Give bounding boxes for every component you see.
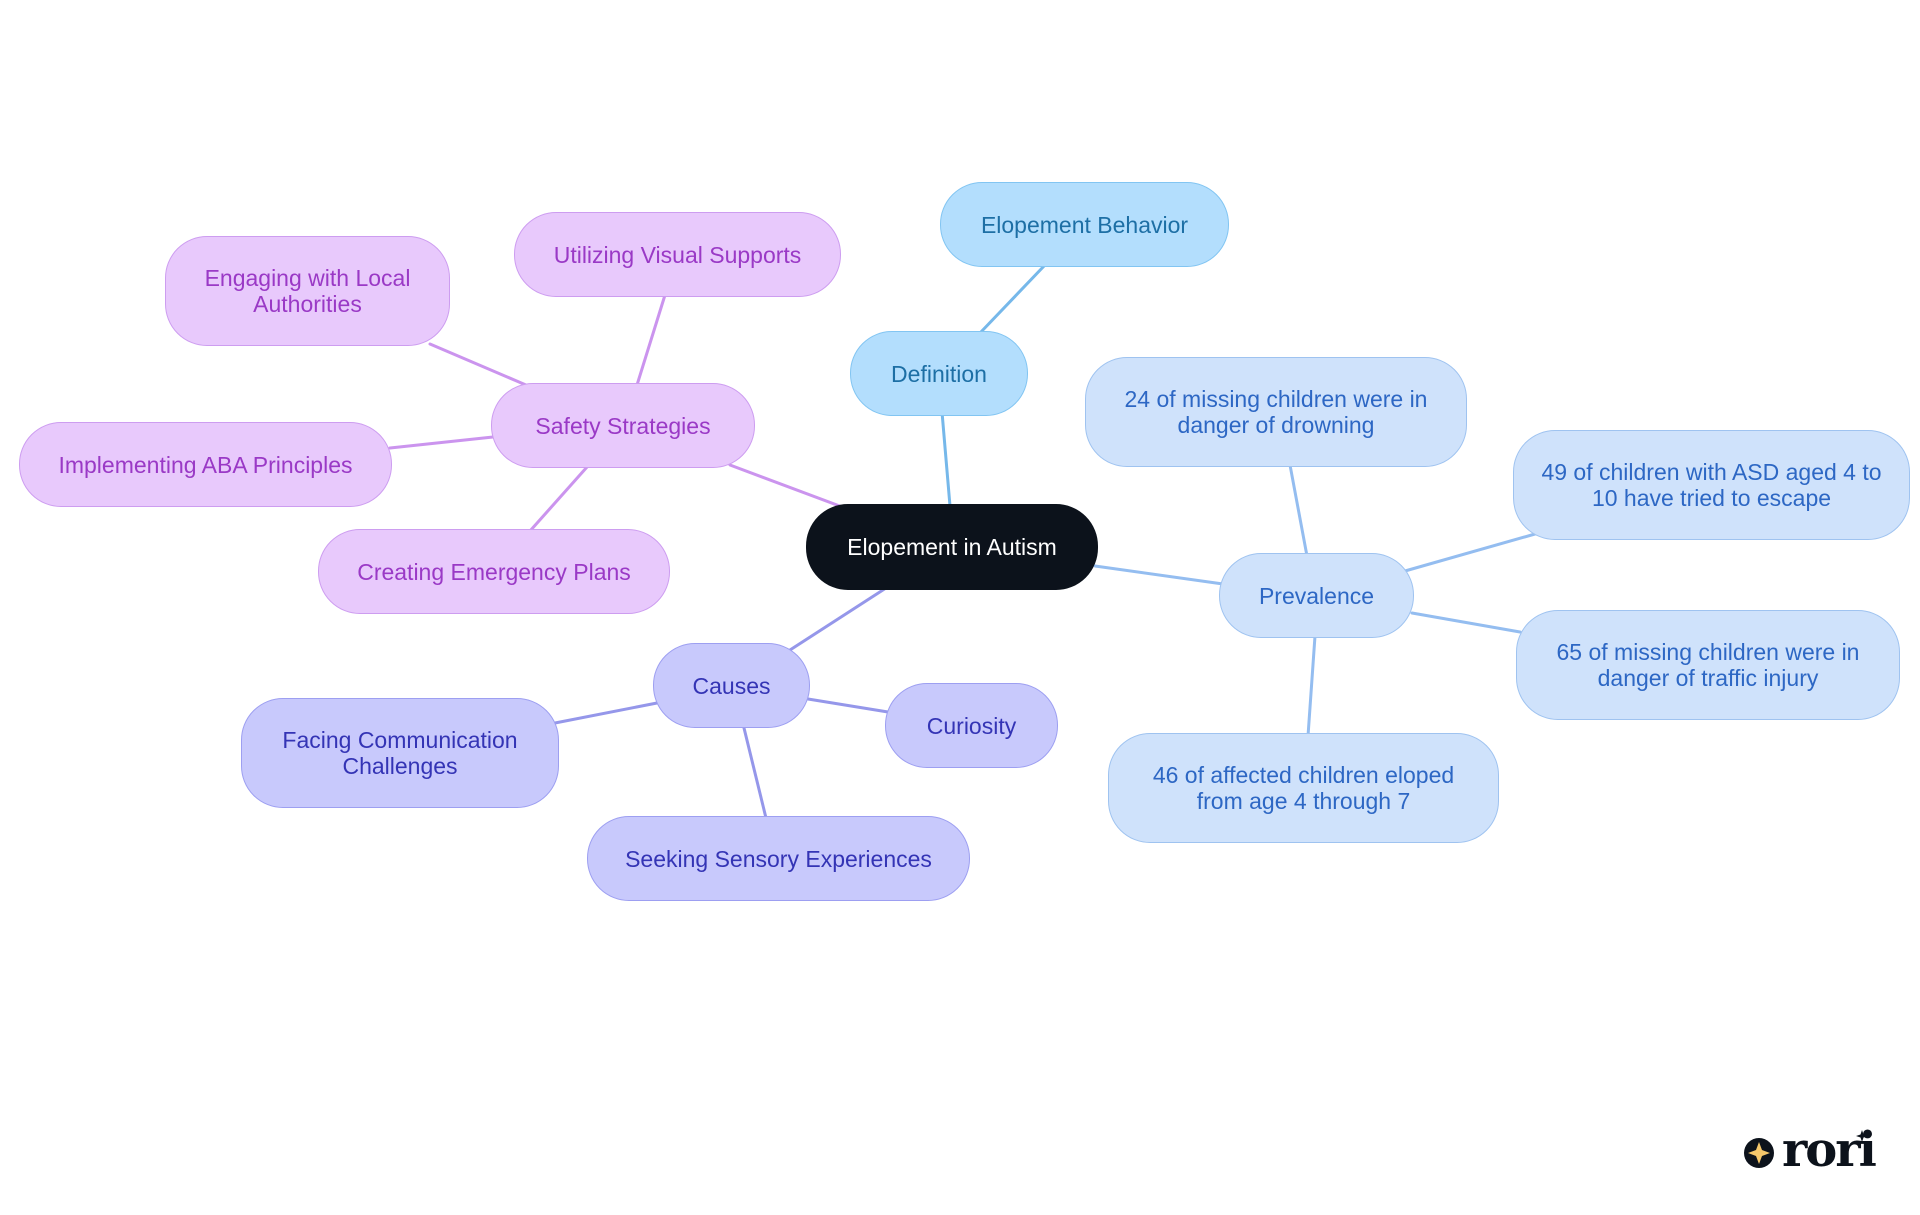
edge-safety-authorities	[428, 342, 528, 387]
local-authorities-node[interactable]: Engaging with Local Authorities	[165, 236, 450, 346]
edge-safety-aba	[388, 435, 495, 450]
edge-root-safety	[728, 463, 847, 510]
traffic-node[interactable]: 65 of missing children were in danger of…	[1516, 610, 1900, 720]
edge-prevalence-traffic	[1410, 611, 1522, 634]
edge-root-prevalence	[1093, 564, 1225, 586]
safety-strategies-node[interactable]: Safety Strategies	[491, 383, 755, 468]
edge-root-definition	[940, 410, 952, 508]
definition-node[interactable]: Definition	[850, 331, 1028, 416]
drowning-node[interactable]: 24 of missing children were in danger of…	[1085, 357, 1467, 467]
edge-definition-elopement-behavior	[978, 263, 1047, 335]
rori-logo-text: rori	[1782, 1122, 1877, 1178]
edge-prevalence-age	[1306, 634, 1317, 738]
visual-supports-node[interactable]: Utilizing Visual Supports	[514, 212, 841, 297]
edge-prevalence-drowning	[1288, 463, 1309, 558]
elopement-behavior-node[interactable]: Elopement Behavior	[940, 182, 1229, 267]
aba-principles-node[interactable]: Implementing ABA Principles	[19, 422, 392, 507]
edge-safety-emergency	[528, 465, 589, 533]
edge-prevalence-escape	[1403, 532, 1537, 573]
escape-node[interactable]: 49 of children with ASD aged 4 to 10 hav…	[1513, 430, 1910, 540]
sensory-node[interactable]: Seeking Sensory Experiences	[587, 816, 970, 901]
causes-node[interactable]: Causes	[653, 643, 810, 728]
emergency-plans-node[interactable]: Creating Emergency Plans	[318, 529, 670, 614]
edge-causes-communication	[553, 701, 659, 725]
age-node[interactable]: 46 of affected children eloped from age …	[1108, 733, 1499, 843]
edge-causes-sensory	[742, 726, 768, 820]
edge-root-causes	[788, 586, 888, 652]
rori-logo-star-icon	[1744, 1130, 1868, 1168]
root-node[interactable]: Elopement in Autism	[806, 504, 1098, 590]
edge-causes-curiosity	[806, 697, 890, 714]
curiosity-node[interactable]: Curiosity	[885, 683, 1058, 768]
communication-node[interactable]: Facing Communication Challenges	[241, 698, 559, 808]
prevalence-node[interactable]: Prevalence	[1219, 553, 1414, 638]
edge-safety-visual	[635, 293, 667, 387]
